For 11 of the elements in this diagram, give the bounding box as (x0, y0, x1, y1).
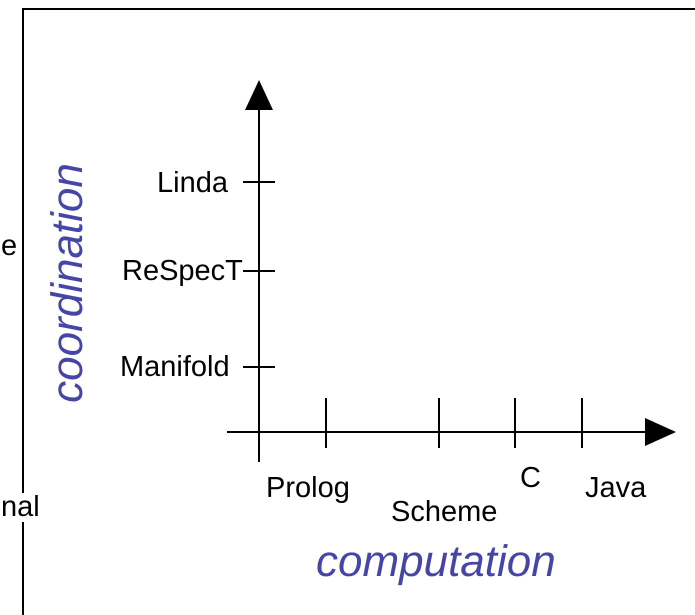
axis-label: Java (585, 474, 646, 503)
axis-label: Scheme (391, 498, 498, 527)
axis-label: Prolog (266, 474, 350, 503)
text-fragment: e (1, 232, 18, 261)
axis-title: coordination (46, 163, 90, 403)
axis-label: Manifold (120, 353, 230, 382)
axis-label: ReSpecT (122, 257, 243, 286)
text-fragment: nal (1, 493, 40, 522)
axis-label: C (520, 464, 541, 493)
axis-title: computation (316, 540, 556, 584)
axis-label: Linda (157, 169, 228, 198)
